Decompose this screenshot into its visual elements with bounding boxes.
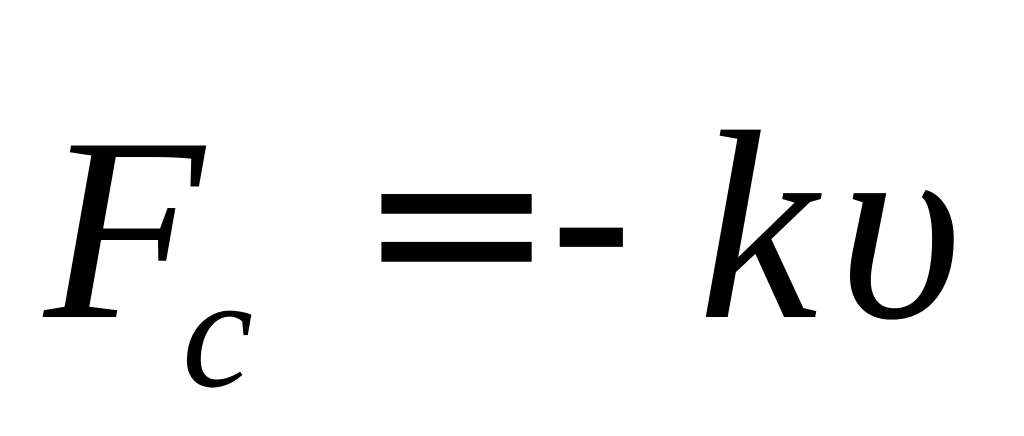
equals-sign: = bbox=[356, 80, 558, 360]
force-symbol: F bbox=[44, 84, 205, 374]
velocity-symbol: υ bbox=[838, 77, 962, 376]
minus-sign: - bbox=[548, 80, 635, 360]
force-subscript: c bbox=[182, 243, 254, 421]
coefficient-symbol: k bbox=[698, 77, 818, 376]
